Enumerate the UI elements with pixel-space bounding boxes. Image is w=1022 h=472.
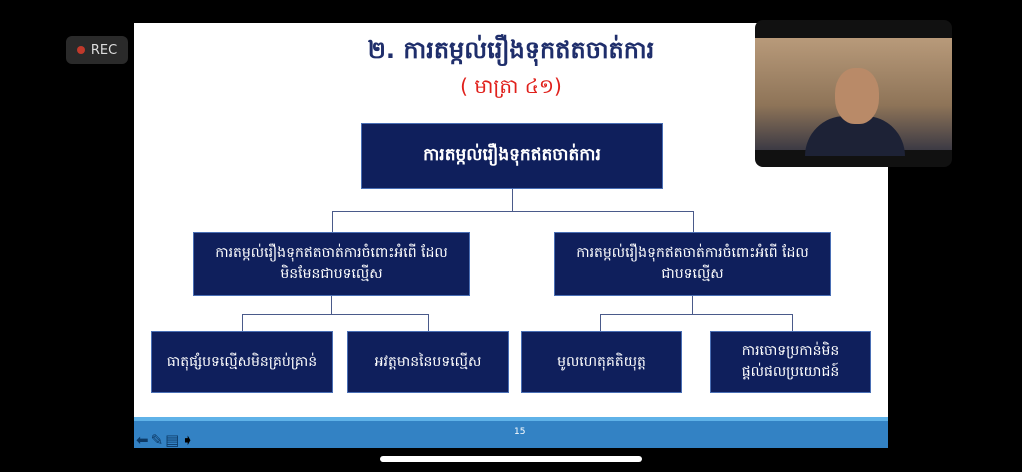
recording-indicator: REC (66, 36, 128, 64)
rec-label: REC (90, 42, 118, 58)
connector (242, 314, 428, 315)
pointer-icon[interactable]: ➧ (181, 431, 194, 449)
root-box: ការតម្កល់រឿងទុកឥតចាត់ការ (361, 123, 663, 189)
left-branch-box: ការតម្កល់រឿងទុកឥតចាត់ការចំពោះអំពើ ដែលមិន… (193, 232, 470, 296)
slide-title: ២. ការតម្កល់រឿងទុកឥតចាត់ការ (367, 36, 655, 64)
slide-subtitle: ( មាត្រា ៤១) (460, 74, 562, 98)
notes-icon[interactable]: ▤ (165, 431, 180, 449)
speaker-video[interactable] (755, 20, 952, 167)
speaker-face (835, 68, 879, 124)
pen-icon[interactable]: ✎ (150, 431, 164, 449)
leaf-box: អវត្តមាននៃបទល្មើស (347, 331, 509, 393)
leaf-box: មូលហេតុគតិយុត្ត (521, 331, 682, 393)
leaf-box: ធាតុផ្សំបទល្មើសមិនគ្រប់គ្រាន់ (151, 331, 333, 393)
connector (512, 189, 513, 211)
right-branch-box: ការតម្កល់រឿងទុកឥតចាត់ការចំពោះអំពើ ដែលជាប… (554, 232, 831, 296)
leaf-box: ការចោទប្រកាន់មិនផ្តល់ផលប្រយោជន៍ (710, 331, 871, 393)
connector (600, 314, 792, 315)
connector (792, 314, 793, 331)
home-indicator[interactable] (380, 456, 642, 462)
connector (242, 314, 243, 331)
record-dot-icon (76, 46, 85, 54)
connector (693, 211, 694, 232)
connector (600, 314, 601, 331)
page-number: 15 (514, 427, 526, 437)
arrow-left-icon[interactable]: ⬅ (136, 431, 149, 449)
connector (332, 211, 333, 232)
slideshow-toolbar: ⬅ ✎ ▤ ➧ 15 (134, 417, 888, 449)
connector (692, 296, 693, 314)
video-feed (755, 38, 952, 156)
connector (332, 211, 694, 212)
connector (428, 314, 429, 331)
connector (331, 296, 332, 314)
